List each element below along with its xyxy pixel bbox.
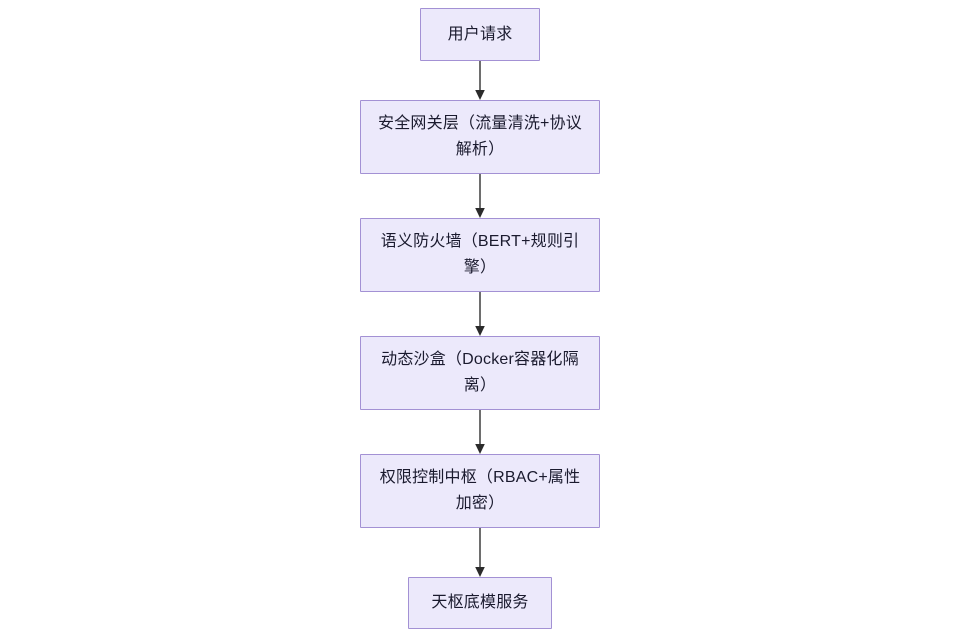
node-access-control-center[interactable]: 权限控制中枢（RBAC+属性加密） [360, 454, 600, 528]
node-label: 权限控制中枢（RBAC+属性加密） [379, 469, 581, 512]
node-dynamic-sandbox[interactable]: 动态沙盒（Docker容器化隔离） [360, 336, 600, 410]
node-semantic-firewall[interactable]: 语义防火墙（BERT+规则引擎） [360, 218, 600, 292]
node-label: 天枢底模服务 [431, 594, 529, 611]
node-label: 动态沙盒（Docker容器化隔离） [381, 351, 579, 394]
edge-access-control-to-model-service [475, 528, 485, 577]
node-label: 语义防火墙（BERT+规则引擎） [380, 233, 580, 276]
node-label: 安全网关层（流量清洗+协议解析） [378, 115, 582, 158]
edge-firewall-to-sandbox [475, 292, 485, 336]
node-label: 用户请求 [447, 25, 513, 43]
node-security-gateway-layer[interactable]: 安全网关层（流量清洗+协议解析） [360, 100, 600, 174]
edge-gateway-to-firewall [475, 174, 485, 218]
edge-user-request-to-gateway [475, 61, 485, 100]
node-user-request[interactable]: 用户请求 [420, 8, 540, 61]
edge-sandbox-to-access-control [475, 410, 485, 454]
node-tianshu-base-model-service[interactable]: 天枢底模服务 [408, 577, 552, 629]
